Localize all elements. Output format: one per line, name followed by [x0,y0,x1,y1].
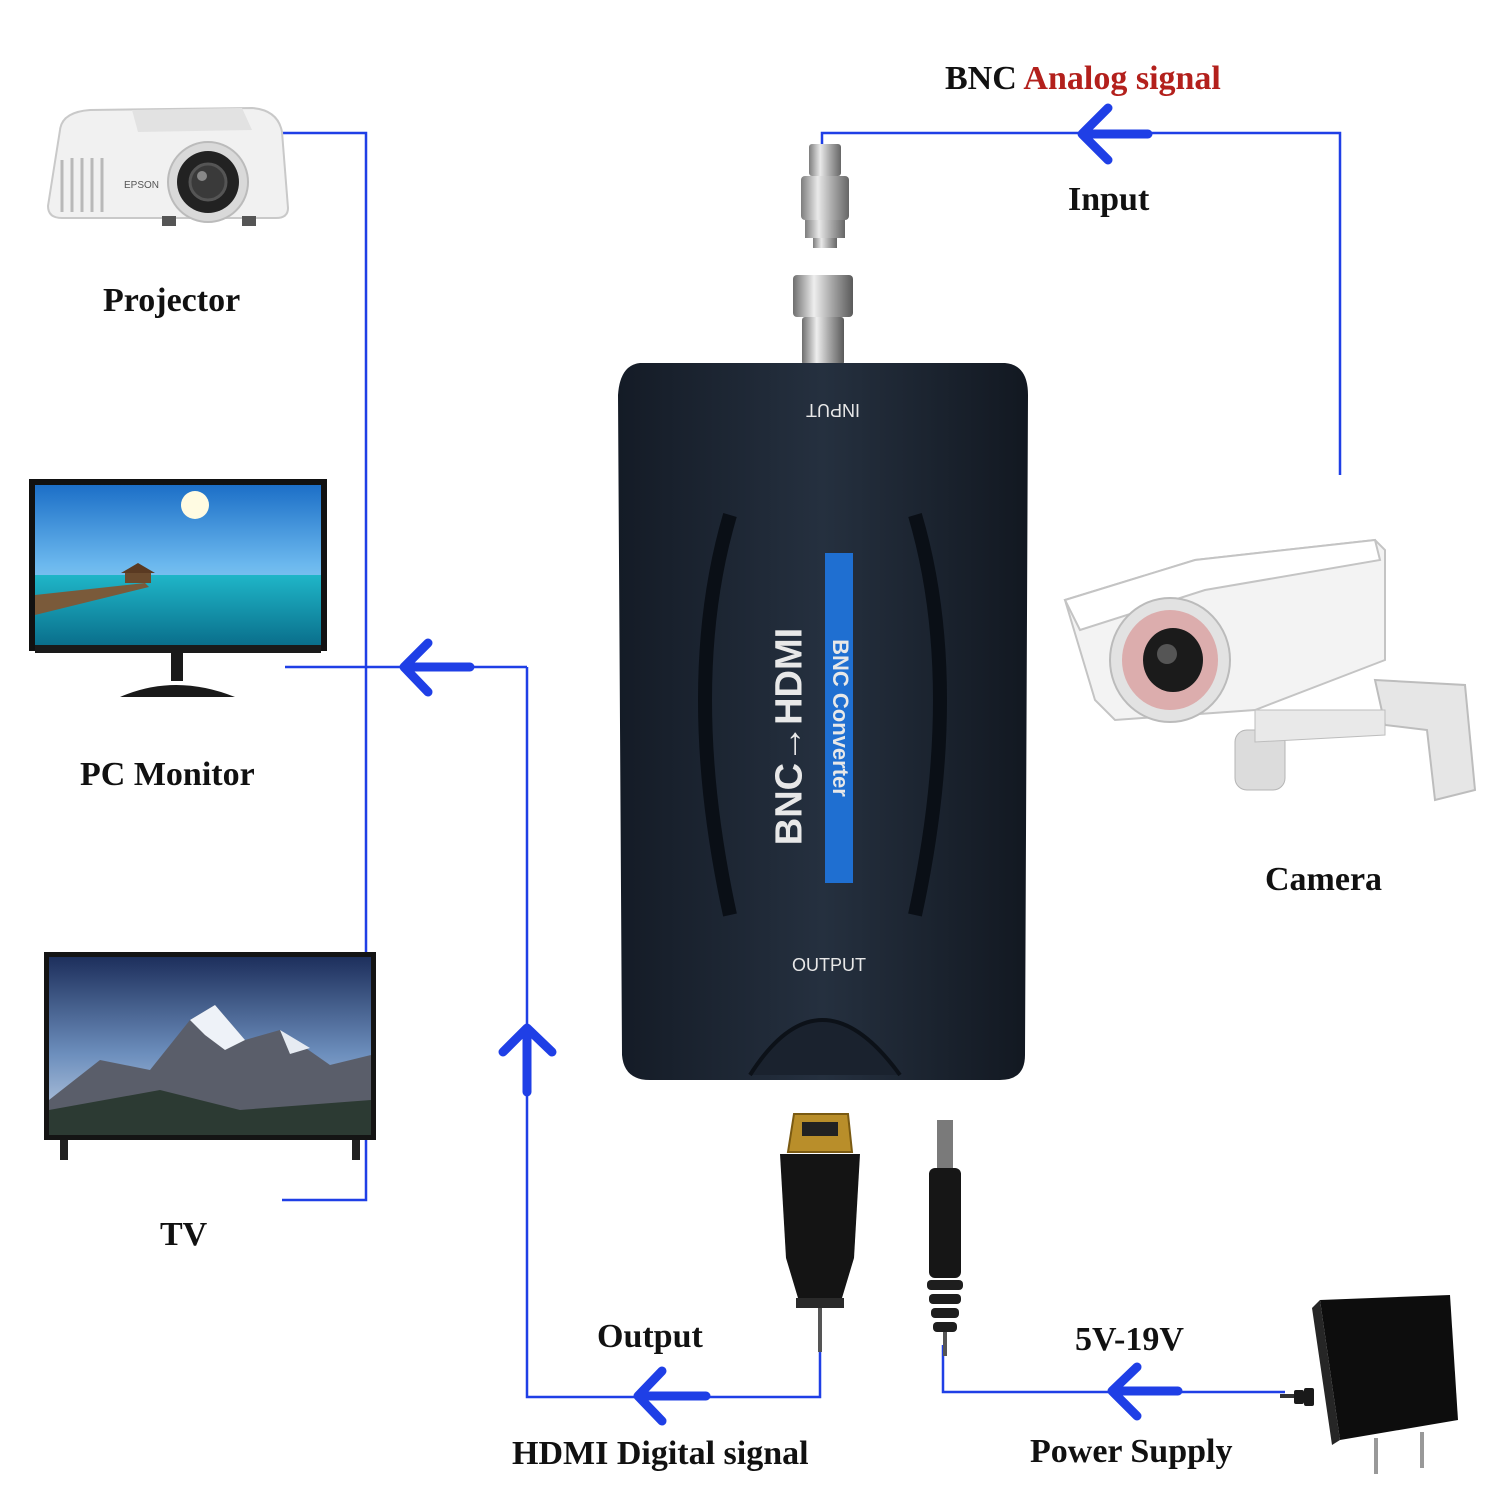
pc-monitor-label: PC Monitor [80,756,255,793]
converter-subtitle: BNC Converter [828,639,853,797]
title-highlight: Analog signal [1023,60,1221,97]
power-supply-label: Power Supply [1030,1433,1233,1470]
camera-label: Camera [1265,861,1383,898]
bnc-plug-image [795,140,855,250]
arrow-up-hdmi [498,1023,557,1097]
arrow-left-power [1107,1362,1183,1421]
converter-title: BNC→HDMI [768,627,811,846]
arrow-left-input [1077,103,1153,165]
arrow-left-monitor [399,638,475,697]
projector-brand: EPSON [124,180,160,191]
input-port-label: INPUT [806,400,860,420]
bnc-hdmi-converter: INPUT OUTPUT BNC→HDMI BNC Converter [610,265,1035,1085]
projector-image: EPSON [42,100,292,230]
tv-image [40,950,380,1165]
output-port-label: OUTPUT [792,955,866,975]
pc-monitor-image [25,475,330,715]
title-prefix: BNC [945,60,1017,97]
output-label: Output [597,1318,703,1355]
hdmi-digital-signal-label: HDMI Digital signal [512,1435,809,1472]
input-label: Input [1068,181,1150,218]
dc-plug-image [915,1118,975,1358]
voltage-label: 5V-19V [1075,1321,1184,1358]
arrow-left-output [633,1366,711,1426]
projector-label: Projector [103,282,241,319]
camera-image [1055,520,1485,820]
bnc-analog-signal-title: BNC Analog signal [945,62,1221,96]
hdmi-plug-image [770,1108,870,1353]
tv-label: TV [160,1216,208,1253]
power-adapter-image [1280,1290,1480,1480]
